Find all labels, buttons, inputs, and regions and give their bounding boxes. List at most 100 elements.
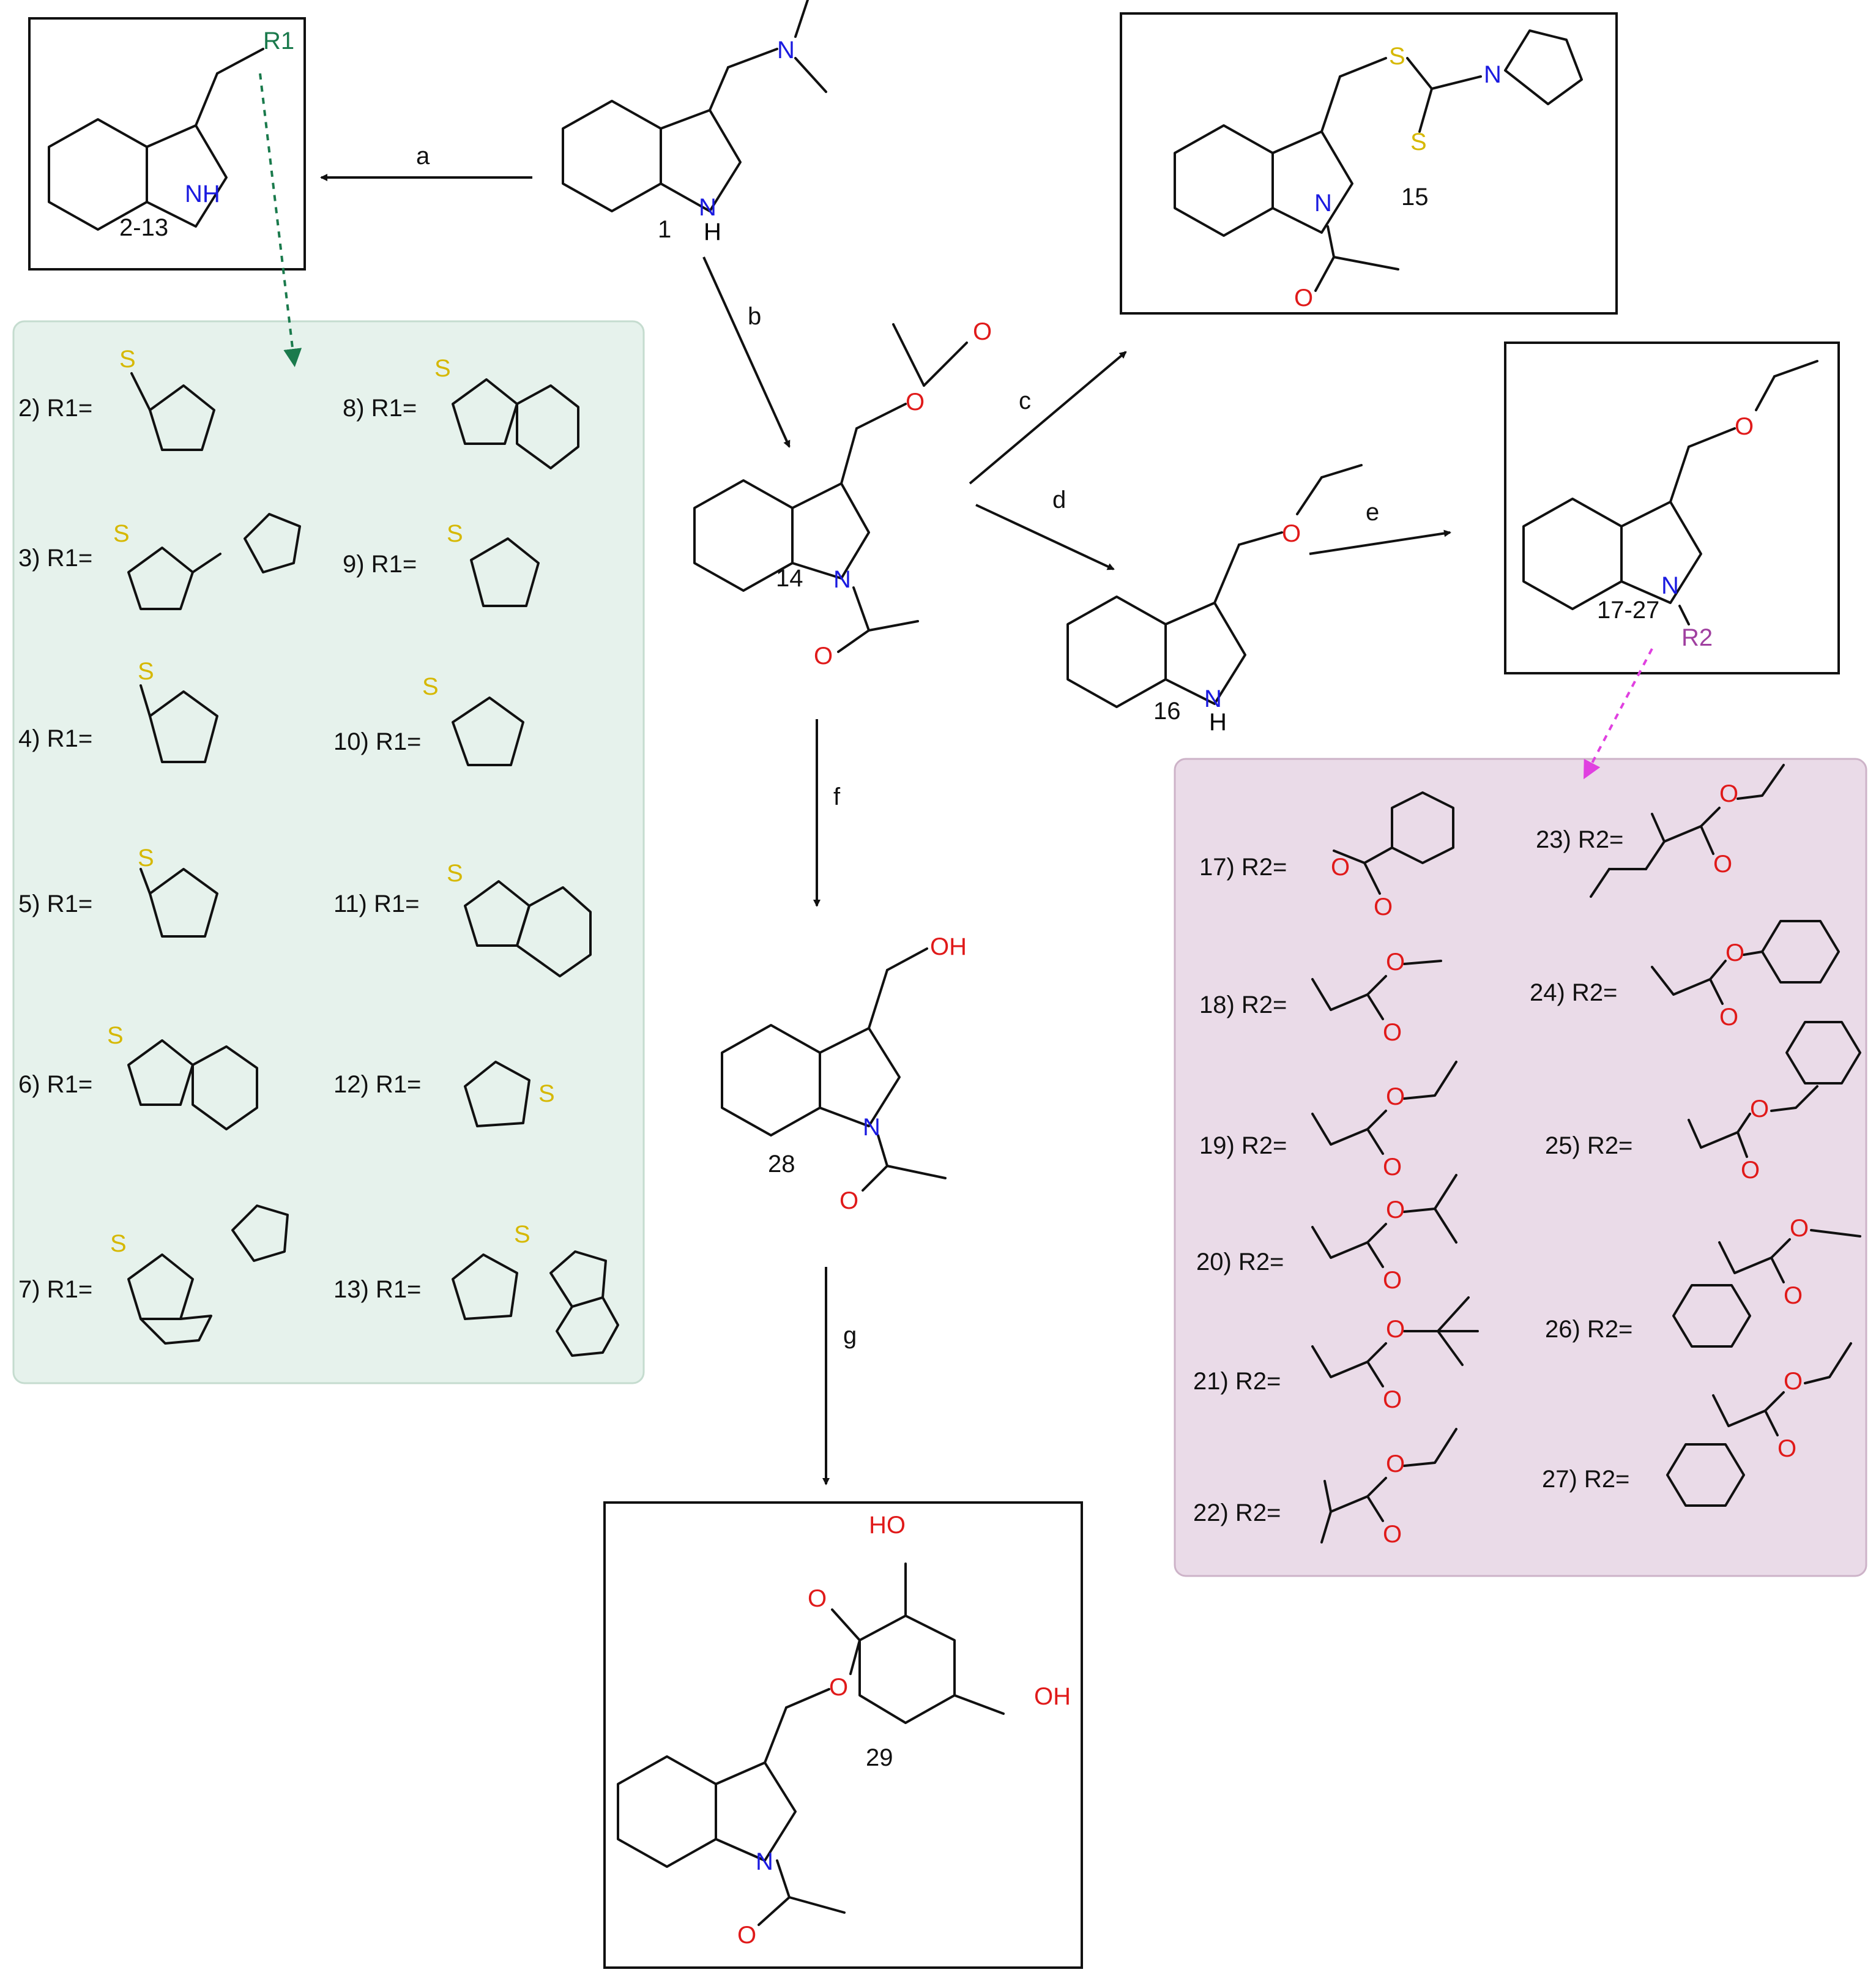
r1-item: 7) R1= bbox=[18, 1276, 92, 1303]
oh-group: OH bbox=[930, 933, 967, 960]
compound-17-27: O N R2 17-27 bbox=[1522, 360, 1818, 651]
compound-14: O O N O 14 bbox=[693, 318, 992, 670]
s-atom: S bbox=[1389, 43, 1405, 70]
r1-group: R1 bbox=[263, 28, 294, 54]
compound-29-label: 29 bbox=[866, 1744, 893, 1771]
r1-panel bbox=[12, 320, 645, 1384]
n-atom: N bbox=[1204, 685, 1222, 712]
h-atom: H bbox=[704, 218, 721, 245]
o-atom: O bbox=[737, 1922, 756, 1949]
n-atom: N bbox=[699, 194, 717, 221]
s-atom: S bbox=[434, 355, 451, 382]
o-atom: O bbox=[1777, 1435, 1796, 1462]
o-atom: O bbox=[814, 643, 833, 670]
r2-item: 27) R2= bbox=[1542, 1466, 1629, 1493]
o-atom: O bbox=[1719, 1004, 1738, 1031]
r1-item: 11) R1= bbox=[333, 890, 419, 917]
s-atom: S bbox=[119, 346, 136, 373]
compound-29: HO O O OH N O 29 bbox=[617, 1512, 1071, 1949]
o-atom: O bbox=[1750, 1096, 1769, 1122]
o-atom: O bbox=[1386, 1197, 1405, 1223]
o-atom: O bbox=[1784, 1368, 1803, 1395]
r1-item: 10) R1= bbox=[333, 728, 421, 755]
box-29 bbox=[603, 1501, 1083, 1969]
nh-atom: NH bbox=[185, 181, 220, 207]
compound-1: N N H 1 bbox=[562, 0, 827, 245]
r1-item: 9) R1= bbox=[343, 551, 417, 578]
n-atom: N bbox=[863, 1114, 880, 1141]
o-atom: O bbox=[1741, 1157, 1760, 1184]
o-atom: O bbox=[1282, 520, 1301, 547]
s-atom: S bbox=[113, 520, 130, 547]
r1-item: 2) R1= bbox=[18, 395, 92, 422]
r2-item: 23) R2= bbox=[1536, 826, 1623, 853]
r2-item: 26) R2= bbox=[1545, 1316, 1632, 1343]
o-atom: O bbox=[1725, 939, 1744, 966]
compound-28-label: 28 bbox=[768, 1151, 795, 1178]
o-atom: O bbox=[1784, 1282, 1803, 1309]
o-atom: O bbox=[1331, 854, 1350, 881]
o-atom: O bbox=[1386, 1083, 1405, 1110]
o-atom: O bbox=[1383, 1386, 1402, 1413]
r1-structures: S S S S S S S S S S bbox=[107, 346, 619, 1357]
n-atom: N bbox=[756, 1848, 773, 1875]
compound-15-label: 15 bbox=[1401, 184, 1429, 211]
compound-2-13-label: 2-13 bbox=[119, 214, 168, 241]
s-atom: S bbox=[110, 1230, 127, 1257]
box-2-13 bbox=[28, 17, 306, 271]
reagent-e: e bbox=[1366, 499, 1379, 526]
r2-group: R2 bbox=[1681, 624, 1713, 651]
r2-item: 20) R2= bbox=[1196, 1249, 1284, 1275]
n-atom: N bbox=[1314, 190, 1332, 217]
r2-substituent-list: 17) R2= 18) R2= 19) R2= 20) R2= 21) R2= … bbox=[1193, 826, 1632, 1526]
arrow-d bbox=[975, 504, 1115, 570]
r1-item: 12) R1= bbox=[333, 1071, 421, 1098]
o-atom: O bbox=[1713, 851, 1732, 878]
o-atom: O bbox=[1386, 949, 1405, 976]
r2-structures: O O O O O O O O O O O O bbox=[1311, 764, 1861, 1548]
reagent-b: b bbox=[748, 303, 761, 330]
reagent-c: c bbox=[1019, 387, 1031, 414]
s-atom: S bbox=[1410, 129, 1427, 155]
o-atom: O bbox=[1383, 1019, 1402, 1046]
o-atom: O bbox=[839, 1187, 858, 1214]
r1-item: 13) R1= bbox=[333, 1276, 421, 1303]
o-atom: O bbox=[1383, 1154, 1402, 1181]
compound-14-label: 14 bbox=[776, 565, 803, 592]
o-atom: O bbox=[1374, 894, 1393, 920]
oh-group: OH bbox=[1034, 1683, 1071, 1710]
s-atom: S bbox=[447, 860, 463, 887]
r2-panel bbox=[1174, 758, 1867, 1577]
compound-1-label: 1 bbox=[658, 216, 671, 243]
s-atom: S bbox=[107, 1022, 124, 1049]
o-atom: O bbox=[973, 318, 992, 345]
s-atom: S bbox=[138, 845, 154, 872]
r1-item: 8) R1= bbox=[343, 395, 417, 422]
r1-substituent-list: 2) R1= 3) R1= 4) R1= 5) R1= 6) R1= 7) R1… bbox=[18, 395, 421, 1303]
o-atom: O bbox=[1383, 1521, 1402, 1548]
o-atom: O bbox=[906, 389, 925, 416]
n-atom: N bbox=[833, 566, 851, 593]
magenta-dashed-arrow bbox=[1584, 648, 1653, 780]
o-atom: O bbox=[829, 1674, 848, 1701]
r2-item: 22) R2= bbox=[1193, 1499, 1281, 1526]
s-atom: S bbox=[447, 520, 463, 547]
reagent-f: f bbox=[833, 783, 841, 810]
o-atom: O bbox=[1383, 1267, 1402, 1294]
compound-16: O N H 16 bbox=[1066, 464, 1363, 736]
s-atom: S bbox=[422, 673, 439, 700]
ho-group: HO bbox=[869, 1512, 906, 1539]
compound-28: OH N O 28 bbox=[721, 933, 967, 1214]
reagent-g: g bbox=[843, 1322, 857, 1349]
r1-item: 3) R1= bbox=[18, 545, 92, 572]
compound-15: S N S N O 15 bbox=[1174, 29, 1583, 312]
box-17-27 bbox=[1504, 342, 1840, 674]
h-atom: H bbox=[1209, 709, 1227, 736]
arrow-e bbox=[1309, 529, 1451, 555]
r2-item: 25) R2= bbox=[1545, 1132, 1632, 1159]
r2-item: 18) R2= bbox=[1199, 991, 1287, 1018]
s-atom: S bbox=[138, 658, 154, 685]
arrow-b bbox=[702, 256, 791, 448]
r2-item: 21) R2= bbox=[1193, 1368, 1281, 1395]
n-atom: N bbox=[777, 37, 795, 64]
